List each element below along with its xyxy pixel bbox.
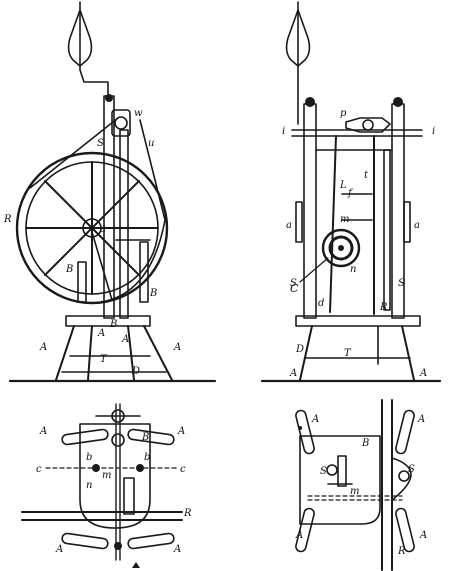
side-distaff-arm: [79, 69, 109, 97]
side-view: [8, 1, 217, 383]
label-side-S: S: [97, 138, 104, 149]
label-plan1-b1: b: [86, 452, 92, 463]
label-front-S1: S: [290, 278, 297, 289]
label-plan2-R: R: [397, 546, 406, 557]
side-bracket-left: [77, 261, 87, 303]
plan2-leg-tr: [395, 409, 415, 455]
label-plan1-n: n: [86, 480, 92, 491]
label-side-B2: B: [149, 288, 157, 299]
label-side-D: D: [131, 366, 140, 377]
label-plan1-b2: b: [144, 452, 150, 463]
side-table: [65, 315, 151, 327]
front-rod-L: [329, 135, 337, 313]
label-front-C: C: [290, 282, 299, 295]
label-side-B1: B: [65, 264, 73, 275]
label-side-R: R: [3, 214, 12, 225]
plan-view-right: [295, 399, 415, 571]
label-side-B3: B: [109, 319, 117, 330]
label-plan1-B: B: [141, 432, 149, 443]
plan2-leg-br: [395, 507, 415, 553]
label-side-A3: A: [121, 334, 129, 345]
plan-view-left: [21, 403, 183, 568]
label-plan2-S2: S: [408, 464, 415, 475]
label-side-a: a: [100, 224, 106, 235]
plan2-table: [299, 435, 381, 525]
label-plan1-R: R: [183, 508, 192, 519]
label-front-n: n: [350, 264, 356, 275]
label-plan1-A1: A: [39, 426, 47, 437]
front-table: [295, 315, 421, 327]
plan1-leg-bl: [61, 532, 109, 550]
label-plan1-A2: A: [177, 426, 185, 437]
label-front-A2: A: [419, 368, 427, 379]
label-plan1-m: m: [102, 470, 111, 481]
label-front-D: D: [295, 344, 304, 355]
front-gear: [321, 228, 361, 268]
front-bobbin: [383, 149, 391, 311]
side-labels: R w S u a B B B A A A A T D: [3, 108, 181, 377]
label-plan2-A4: A: [419, 530, 427, 541]
label-front-f: f: [347, 188, 354, 199]
label-side-A2: A: [97, 328, 105, 339]
side-wheel-spokes: [25, 161, 159, 295]
plan2-leg-tl: [295, 409, 315, 455]
front-legs: [299, 325, 415, 381]
side-upright-knob: [105, 94, 113, 102]
label-front-a1: a: [286, 220, 292, 231]
front-flyer: [345, 117, 391, 133]
label-front-A1: A: [289, 368, 297, 379]
side-flyer-whorl: [114, 116, 128, 130]
label-side-w: w: [134, 108, 143, 119]
label-plan1-c1: c: [36, 464, 42, 475]
label-front-i1: i: [282, 126, 285, 137]
plan1-leg-br: [127, 532, 175, 550]
label-front-t: t: [364, 170, 369, 181]
plan2-labels: A A A A B S S m R: [295, 414, 427, 557]
label-side-A4: A: [173, 342, 181, 353]
label-plan2-B: B: [361, 438, 369, 449]
side-bracket-right: [139, 241, 149, 303]
label-plan1-A4: A: [173, 544, 181, 555]
plan1-table: [79, 423, 151, 529]
label-plan2-A1: A: [311, 414, 319, 425]
label-side-T: T: [100, 354, 108, 365]
side-upright-rear: [119, 129, 129, 319]
front-pointer-C: [299, 257, 329, 283]
plan1-labels: A A A A B c c b b m n R: [36, 426, 192, 555]
label-front-L: L: [339, 180, 347, 191]
label-front-p: p: [340, 108, 347, 119]
label-plan2-S1: S: [320, 466, 327, 477]
label-front-T: T: [344, 348, 352, 359]
label-side-A1: A: [39, 342, 47, 353]
plan1-leg-tr: [127, 428, 175, 446]
label-plan2-m: m: [350, 486, 359, 497]
label-front-d: d: [318, 298, 324, 309]
label-front-S2: S: [398, 278, 405, 289]
side-footman: [91, 231, 113, 301]
label-front-i2: i: [432, 126, 435, 137]
plan2-leg-bl: [295, 507, 315, 553]
label-side-u: u: [148, 138, 154, 149]
label-plan1-A3: A: [55, 544, 63, 555]
label-plan1-c2: c: [180, 464, 186, 475]
front-labels: i i p L t f m a a C n S S d R D T A A: [282, 108, 435, 379]
label-plan2-A2: A: [417, 414, 425, 425]
front-view: [260, 1, 442, 383]
label-front-m: m: [340, 214, 349, 225]
side-legs: [55, 325, 173, 381]
label-plan2-A3: A: [295, 530, 303, 541]
side-drive-band: [29, 117, 166, 304]
plan1-leg-tl: [61, 428, 109, 446]
label-front-a2: a: [414, 220, 420, 231]
label-front-R: R: [379, 302, 388, 313]
